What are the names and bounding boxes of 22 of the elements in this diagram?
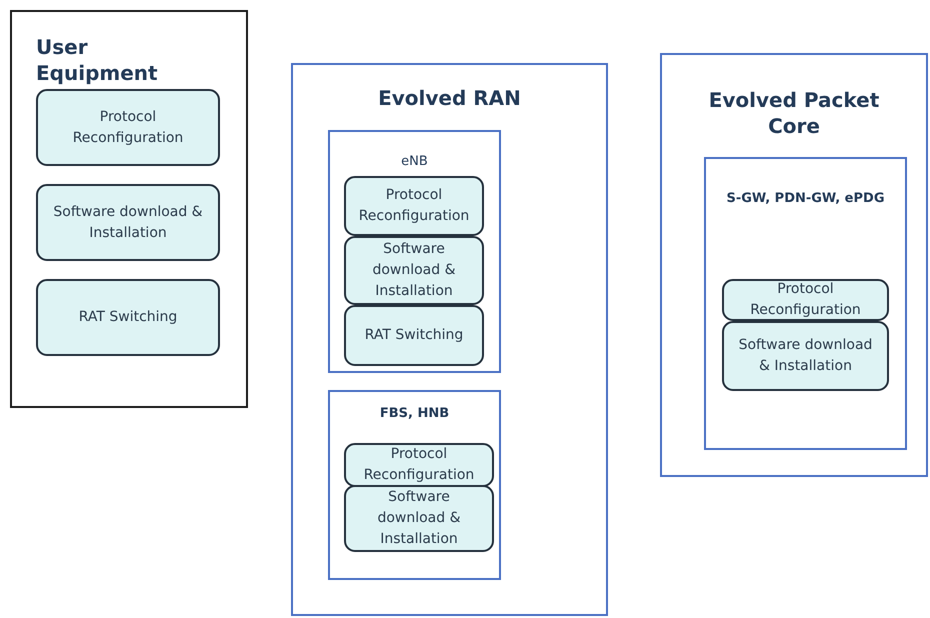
group-title: User Equipment [36, 34, 159, 86]
function-box: Software download & Installation [36, 184, 220, 261]
function-box: Software download & Installation [344, 485, 494, 552]
function-box: RAT Switching [36, 279, 220, 356]
function-box: Protocol Reconfiguration [722, 279, 889, 321]
group-title: FBS, HNB [378, 406, 450, 423]
group-frame [291, 63, 608, 616]
group-title: Evolved RAN [377, 85, 522, 111]
group-title: Evolved Packet Core [708, 87, 880, 139]
group-frame [328, 130, 501, 373]
function-box: Protocol Reconfiguration [36, 89, 220, 166]
function-box: RAT Switching [344, 305, 484, 366]
group-frame [328, 390, 501, 580]
function-box: Protocol Reconfiguration [344, 443, 494, 487]
function-box: Software download & Installation [344, 236, 484, 305]
group-frame [10, 10, 248, 408]
group-frame [660, 53, 928, 477]
function-box: Protocol Reconfiguration [344, 176, 484, 236]
function-box: Software download & Installation [722, 321, 889, 391]
group-frame [704, 157, 907, 450]
group-title: S-GW, PDN-GW, ePDG [726, 191, 886, 208]
group-title: eNB [400, 154, 429, 171]
